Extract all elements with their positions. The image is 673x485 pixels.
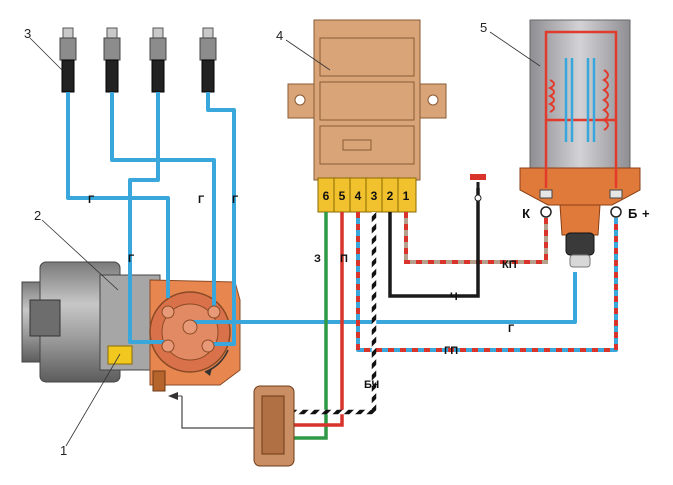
spark-plug-1 [59,27,77,93]
wire-label-ch: Ч [450,291,458,303]
sensor-plug [253,385,295,467]
wire-ch [388,188,480,298]
wire-kp [404,212,548,264]
coil-terminal-k: К [522,206,530,221]
hv-lead-3 [128,92,165,344]
sensor-connector [152,370,166,392]
hv-lead-1 [66,92,170,298]
wire-label-g5: Г [508,323,515,335]
spark-plugs [59,27,217,93]
pin-5: 5 [339,189,346,203]
hv-lead-2 [110,92,216,312]
wire-z [286,212,328,440]
wire-gp [356,212,618,352]
pin-3: 3 [371,189,378,203]
wire-label-bch: БЧ [364,379,379,391]
wire-label-z: З [314,253,321,265]
wire-label-gp: ГП [444,345,458,357]
coil-terminal-b: Б [628,206,637,221]
switch-module [287,19,447,213]
wire-label-g3: Г [232,194,239,206]
wire-label-g4: Г [128,253,135,265]
wire-label-g1: Г [88,194,95,206]
callout-1: 1 [60,443,67,458]
wire-label-g2: Г [198,194,205,206]
callout-4: 4 [276,28,283,43]
coil-terminal-plus: + [642,206,650,221]
module-connector [317,177,417,213]
wire-p [286,212,344,427]
wire-bch [286,212,377,415]
callout-5: 5 [480,20,487,35]
hv-leads [66,92,577,346]
spark-plug-4 [199,27,217,93]
spark-plug-3 [149,27,167,93]
callout-2: 2 [34,208,41,223]
hv-lead-coil [190,272,577,324]
spark-plug-2 [103,27,121,93]
callout-3: 3 [24,26,31,41]
hall-sensor [107,345,133,365]
pin-1: 1 [403,189,410,203]
wire-label-p: П [340,253,348,265]
wire-label-kp: КП [502,259,517,271]
pin-4: 4 [355,189,362,203]
hv-lead-4 [205,92,236,346]
pin-6: 6 [323,189,330,203]
ground-terminal [470,174,486,180]
ignition-coil [519,19,641,268]
pin-2: 2 [387,189,394,203]
